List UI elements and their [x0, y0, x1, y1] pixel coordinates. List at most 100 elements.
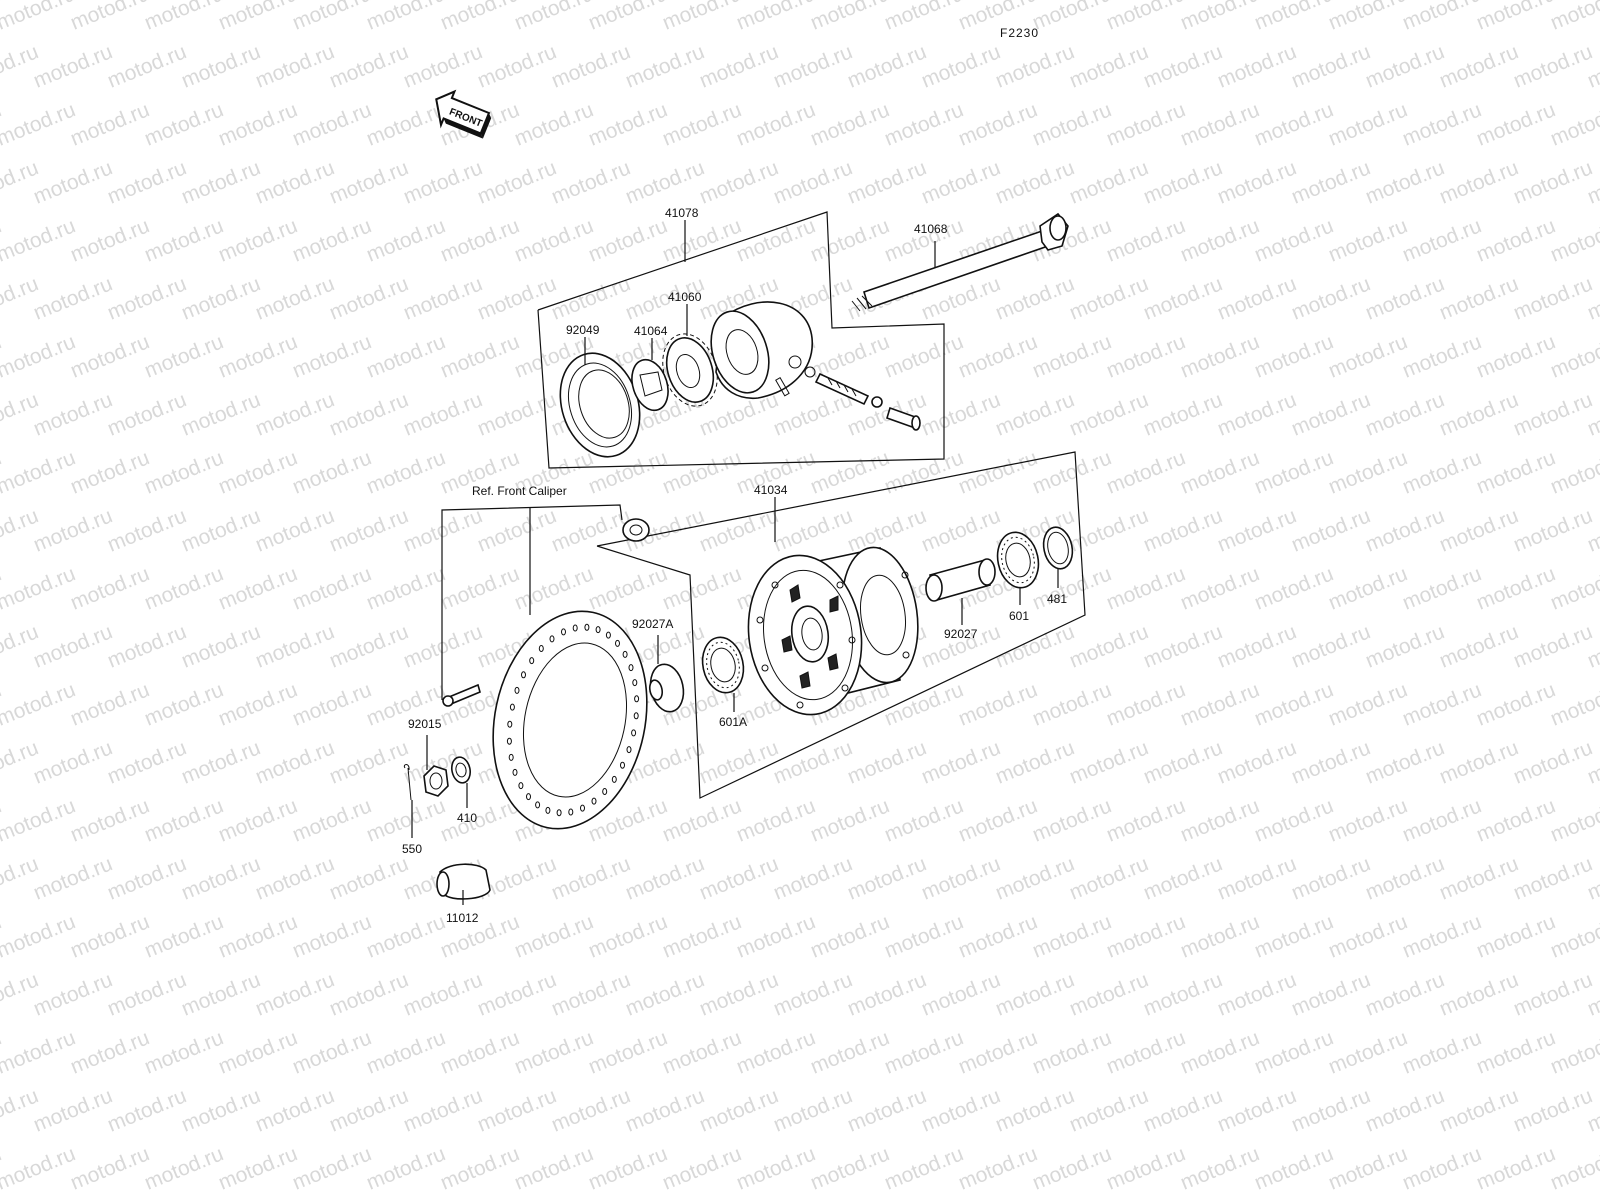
watermark-text: motod.ru [881, 0, 966, 35]
watermark-text: motod.ru [659, 562, 744, 614]
watermark-text: motod.ru [1029, 1142, 1114, 1194]
watermark-text: motod.ru [1547, 0, 1600, 35]
watermark-text: motod.ru [437, 330, 522, 382]
watermark-text: motod.ru [67, 562, 152, 614]
watermark-text: motod.ru [289, 98, 374, 150]
watermark-text: motod.ru [1177, 794, 1262, 846]
watermark-text: motod.ru [215, 910, 300, 962]
reference-note-front-caliper: Ref. Front Caliper [472, 484, 567, 498]
watermark-text: motod.ru [659, 1026, 744, 1078]
watermark-text: motod.ru [1325, 1142, 1410, 1194]
watermark-text: motod.ru [437, 1026, 522, 1078]
watermark-text: motod.ru [548, 1084, 633, 1136]
watermark-text: motod.ru [400, 156, 485, 208]
circlip-481 [1042, 526, 1074, 570]
disc-hole [526, 793, 531, 801]
watermark-text: motod.ru [696, 156, 781, 208]
disc-hole [631, 729, 637, 737]
watermark-text: motod.ru [1140, 1084, 1225, 1136]
watermark-text: motod.ru [1103, 446, 1188, 498]
watermark-text: motod.ru [1066, 852, 1151, 904]
watermark-text: motod.ru [326, 504, 411, 556]
watermark-text: motod.ru [1214, 504, 1299, 556]
watermark-text: motod.ru [104, 1084, 189, 1136]
watermark-text: motod.ru [30, 736, 115, 788]
watermark-text: motod.ru [1473, 1142, 1558, 1194]
watermark-text: motod.ru [104, 272, 189, 324]
watermark-text: motod.ru [807, 98, 892, 150]
watermark-text: motod.ru [548, 156, 633, 208]
watermark-text: motod.ru [30, 504, 115, 556]
watermark-text: motod.ru [881, 910, 966, 962]
watermark-text: motod.ru [955, 1142, 1040, 1194]
watermark-text: motod.ru [1510, 852, 1595, 904]
watermark-text: motod.ru [1177, 1142, 1262, 1194]
watermark-text: motod.ru [1214, 156, 1299, 208]
callout-92015: 92015 [408, 717, 442, 731]
watermark-text: motod.ru [770, 156, 855, 208]
watermark-text: motod.ru [178, 156, 263, 208]
watermark-text: motod.ru [326, 156, 411, 208]
watermark-text: motod.ru [992, 388, 1077, 440]
watermark-text: motod.ru [1399, 446, 1484, 498]
watermark-text: motod.ru [289, 562, 374, 614]
watermark-text: motod.ru [215, 1026, 300, 1078]
watermark-text: motod.ru [0, 678, 79, 730]
watermark-text: motod.ru [992, 40, 1077, 92]
watermark-text: motod.ru [1029, 1026, 1114, 1078]
watermark-text: motod.ru [659, 0, 744, 35]
watermark-text: motod.ru [955, 678, 1040, 730]
watermark-text: motod.ru [1288, 736, 1373, 788]
watermark-text: motod.ru [141, 214, 226, 266]
watermark-text: motod.ru [659, 910, 744, 962]
group-41078-outline [537, 211, 945, 469]
watermark-text: motod.ru [0, 1142, 79, 1194]
watermark-text: motod.ru [104, 504, 189, 556]
watermark-text: motod.ru [918, 504, 1003, 556]
watermark-text: motod.ru [1362, 40, 1447, 92]
watermark-text: motod.ru [474, 272, 559, 324]
watermark-text: motod.ru [252, 40, 337, 92]
watermark-text: motod.ru [1177, 1026, 1262, 1078]
watermark-text: motod.ru [1140, 736, 1225, 788]
watermark-text: motod.ru [1177, 214, 1262, 266]
watermark-text: motod.ru [733, 0, 818, 35]
watermark-text: motod.ru [30, 968, 115, 1020]
watermark-text: motod.ru [363, 910, 448, 962]
watermark-text: motod.ru [104, 620, 189, 672]
watermark-text: motod.ru [955, 1026, 1040, 1078]
watermark-text: motod.ru [1510, 968, 1595, 1020]
disc-hole [605, 631, 611, 639]
watermark-text: motod.ru [1029, 678, 1114, 730]
watermark-text: motod.ru [0, 910, 79, 962]
watermark-text: motod.ru [141, 446, 226, 498]
watermark-text: motod.ru [1251, 330, 1336, 382]
watermark-text: motod.ru [1177, 98, 1262, 150]
watermark-text: motod.ru [807, 214, 892, 266]
disc-hole [506, 737, 512, 745]
watermark-text: motod.ru [1547, 562, 1600, 614]
watermark-text: motod.ru [1029, 0, 1114, 35]
watermark-text: motod.ru [1399, 214, 1484, 266]
watermark-text: motod.ru [141, 794, 226, 846]
watermark-text: motod.ru [1288, 852, 1373, 904]
watermark-text: motod.ru [67, 910, 152, 962]
watermark-text: motod.ru [363, 794, 448, 846]
watermark-text: motod.ru [289, 330, 374, 382]
watermark-text: motod.ru [215, 1142, 300, 1194]
watermark-text: motod.ru [178, 968, 263, 1020]
watermark-text: motod.ru [326, 272, 411, 324]
watermark-text: motod.ru [1140, 620, 1225, 672]
watermark-text: motod.ru [881, 446, 966, 498]
watermark-text: motod.ru [881, 330, 966, 382]
watermark-text: motod.ru [1214, 272, 1299, 324]
watermark-text: motod.ru [1325, 678, 1410, 730]
watermark-text: motod.ru [992, 968, 1077, 1020]
watermark-text: motod.ru [104, 156, 189, 208]
watermark-text: motod.ru [844, 852, 929, 904]
watermark-text: motod.ru [844, 504, 929, 556]
watermark-text: motod.ru [252, 156, 337, 208]
callout-41060: 41060 [668, 290, 702, 304]
disc-hole [518, 782, 524, 790]
